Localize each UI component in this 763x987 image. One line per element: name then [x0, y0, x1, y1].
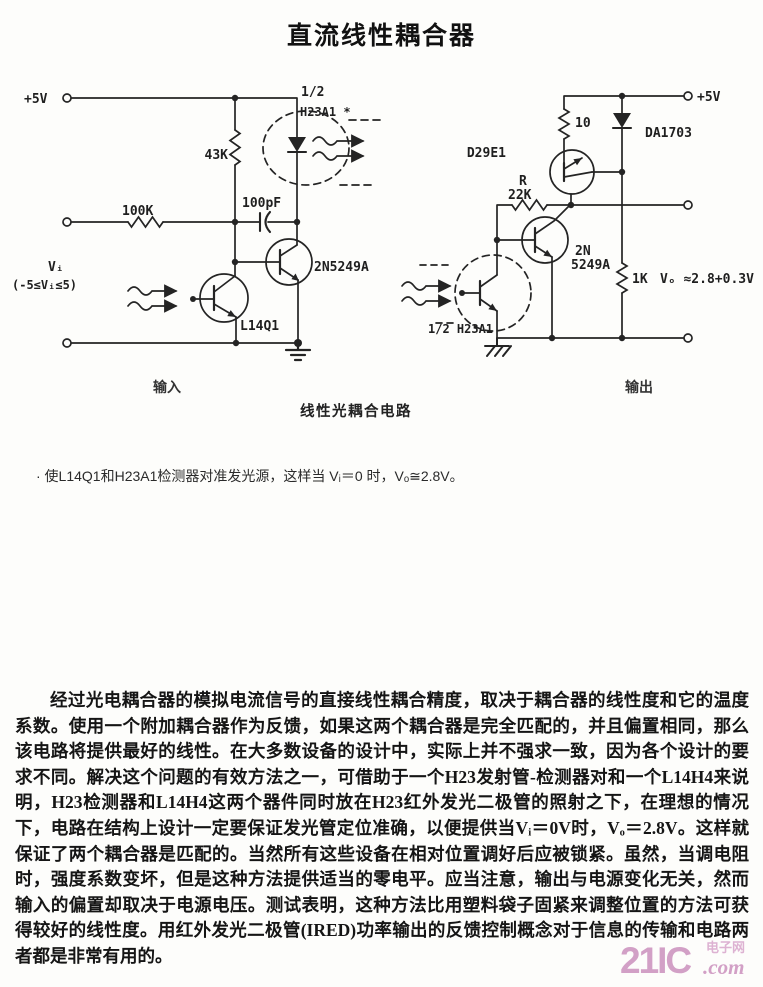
dashed-extension: [419, 264, 459, 324]
capacitor-label: 100pF: [242, 196, 281, 211]
base-dot: [190, 296, 196, 302]
transistor-d29e1: [549, 149, 595, 195]
light-arrow: [127, 299, 178, 313]
dashed-extension: [339, 119, 384, 186]
emitter-arrow: [573, 158, 582, 166]
resistor-22k: [511, 198, 548, 212]
emitter-arrow: [488, 303, 497, 311]
l14q1-label: L14Q1: [240, 319, 279, 334]
vin-label: Vᵢ: [48, 260, 64, 275]
right-circuit: +5V 10 DA1703 D29E1 R 22K 2N 5249A 1K Vₒ…: [401, 90, 754, 357]
note-line: · 使L14Q1和H23A1检测器对准发光源，这样当 Vᵢ＝0 时，Vₒ≅2.8…: [36, 468, 464, 484]
ground-symbol: [484, 337, 512, 357]
transistor-leads: [534, 205, 570, 258]
base-dot: [459, 290, 465, 296]
junction-dots: [231, 94, 302, 347]
diode-da1703-label: DA1703: [645, 126, 692, 141]
light-arrow: [312, 149, 365, 163]
watermark-tld: .com: [703, 955, 745, 979]
resistor-10-label: 10: [575, 116, 591, 131]
resistor-1k: [615, 262, 629, 294]
emitter-arrow: [291, 273, 299, 281]
junction-dots: [493, 92, 626, 342]
page-title: 直流线性耦合器: [286, 22, 476, 50]
emitter-arrow: [227, 310, 236, 317]
transistor-2n5249a: [265, 238, 313, 286]
resistor-100k: [127, 215, 164, 229]
light-arrow: [312, 134, 365, 148]
transistor-2n5249a-right: [521, 216, 569, 264]
optocoupler-dashed-circle: [262, 110, 350, 186]
vin-range-label: (-5≤Vᵢ≤5): [12, 278, 77, 292]
q2-label-line2: 5249A: [571, 258, 610, 273]
light-arrow: [401, 294, 452, 308]
h23a1-label: 1/2 H23A1: [428, 322, 493, 336]
resistor-43k: [228, 129, 242, 166]
led-label-2: H23A1 *: [300, 105, 351, 119]
figure-input-label: 输入: [153, 379, 181, 395]
watermark: 21IC 电子网 .com: [610, 934, 763, 986]
diode-da1703-symbol: [613, 113, 631, 128]
vout-label: Vₒ ≈2.8+0.3V: [660, 272, 754, 287]
watermark-brand: 21IC: [620, 940, 692, 981]
watermark-site-name: 电子网: [706, 940, 746, 955]
led-label-1: 1/2: [301, 85, 324, 100]
figure-caption: 线性光耦合电路: [300, 404, 412, 420]
resistor-1k-label: 1K: [632, 272, 648, 287]
phototransistor-l14q1: [199, 273, 249, 323]
light-arrow: [127, 284, 178, 298]
r-name-label: R: [519, 174, 527, 189]
terminals: [62, 93, 72, 348]
supply-label: +5V: [24, 92, 48, 107]
resistor-22k-label: 22K: [508, 188, 532, 203]
supply-label: +5V: [697, 90, 721, 105]
resistor-10: [557, 108, 571, 140]
body-paragraph: 经过光电耦合器的模拟电流信号的直接线性耦合精度，取决于耦合器的线性度和它的温度系…: [15, 690, 749, 966]
q2-label-line1: 2N: [575, 244, 591, 259]
led-symbol: [288, 137, 306, 152]
capacitor-100pf: [258, 210, 272, 234]
wire: [70, 97, 299, 344]
transistor-leads: [195, 275, 237, 318]
resistor-43k-label: 43K: [205, 148, 229, 163]
figure-output-label: 输出: [625, 379, 653, 395]
2n5249a-label: 2N5249A: [314, 260, 369, 275]
left-circuit: +5V 1/2 H23A1 * 43K 100pF 100K Vᵢ (-5≤Vᵢ…: [12, 85, 384, 362]
light-arrow: [401, 279, 452, 293]
phototransistor-h23a1: [454, 254, 532, 332]
emitter-arrow: [543, 249, 552, 257]
terminals: [683, 91, 693, 343]
circuit-diagram: +5V 1/2 H23A1 * 43K 100pF 100K Vᵢ (-5≤Vᵢ…: [12, 85, 754, 362]
transistor-leads: [479, 274, 498, 312]
resistor-100k-label: 100K: [122, 204, 153, 219]
d29e1-label: D29E1: [467, 146, 506, 161]
